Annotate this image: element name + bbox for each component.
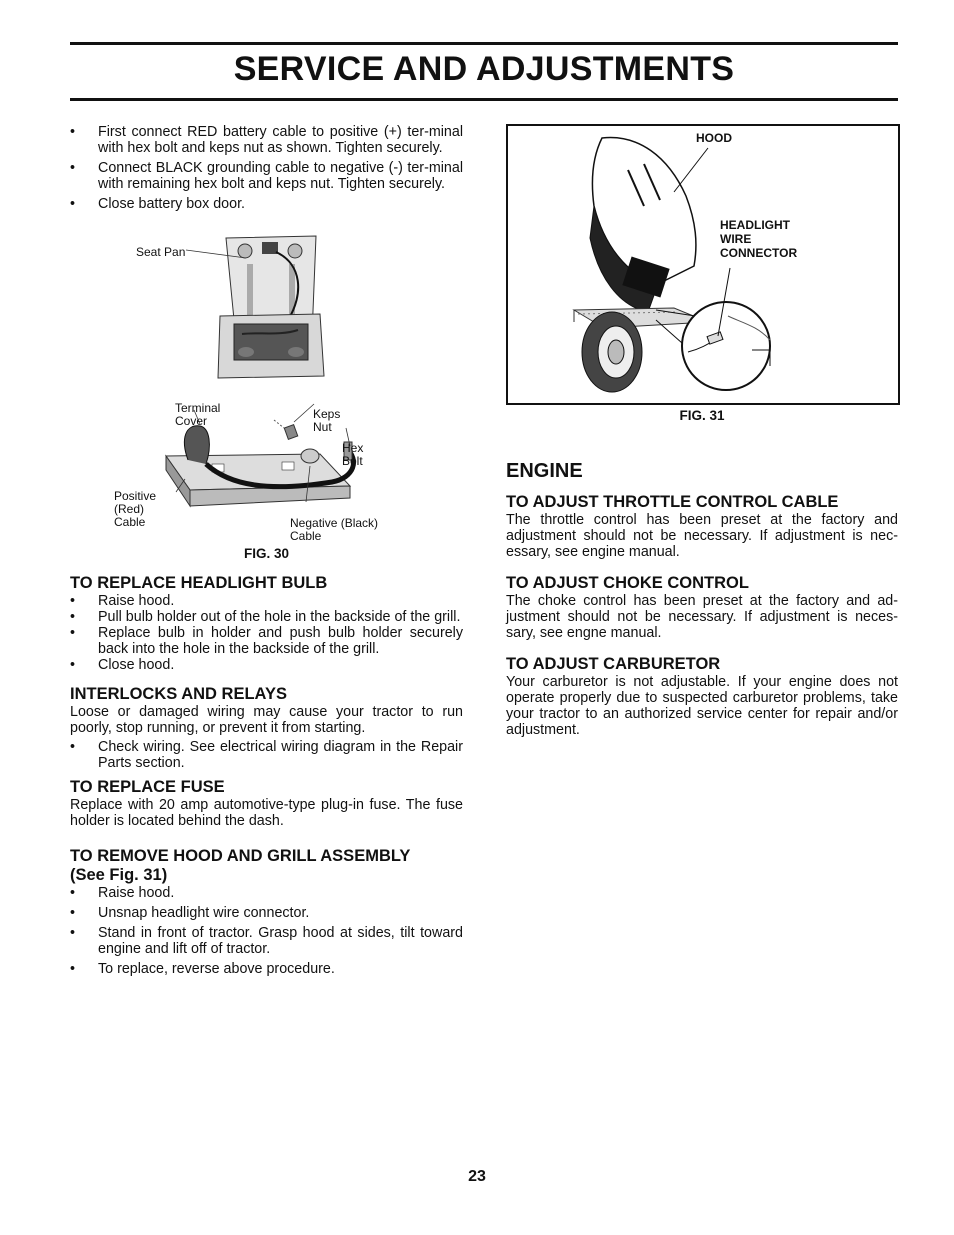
page-title: SERVICE AND ADJUSTMENTS — [233, 50, 735, 88]
list-item: Stand in front of tractor. Grasp hood at… — [70, 925, 463, 957]
hood-illustration — [572, 136, 771, 393]
figure-31-caption: FIG. 31 — [679, 408, 725, 423]
battery-box-illustration — [165, 235, 357, 508]
throttle-text: The throttle control has been preset at … — [506, 512, 898, 560]
list-item: To replace, reverse above procedure. — [70, 961, 463, 977]
carburetor-text: Your carburetor is not adjustable. If yo… — [506, 674, 898, 738]
left-column: First connect RED battery cable to posit… — [70, 124, 463, 981]
label-headlight-connector: HEADLIGHT WIRE CONNECTOR — [720, 218, 798, 260]
interlocks-text: Loose or damaged wiring may cause your t… — [70, 704, 463, 736]
interlocks-heading: INTERLOCKS AND RELAYS — [70, 685, 287, 703]
page-number: 23 — [468, 1168, 486, 1185]
label-hex-bolt: Hex Bolt — [342, 441, 364, 468]
list-item: Connect BLACK grounding cable to negativ… — [70, 160, 463, 192]
label-terminal-cover: Terminal Cover — [175, 401, 221, 428]
list-item: First connect RED battery cable to posit… — [70, 124, 463, 156]
choke-text: The choke control has been preset at the… — [506, 593, 898, 641]
label-keps-nut: Keps Nut — [313, 407, 341, 434]
label-positive-cable: Positive (Red) Cable — [114, 489, 157, 529]
label-negative-cable: Negative (Black) Cable — [290, 516, 379, 543]
hood-steps: Raise hood. Unsnap headlight wire connec… — [70, 885, 463, 977]
figure-30-caption: FIG. 30 — [243, 546, 289, 561]
fuse-text: Replace with 20 amp automotive-type plug… — [70, 797, 463, 829]
list-item: Close hood. — [70, 657, 463, 673]
list-item: Pull bulb holder out of the hole in the … — [70, 609, 463, 625]
top-rule — [70, 42, 898, 45]
right-column: HOOD HEADLIGHT WIRE CONNECTOR FIG. 31 EN… — [506, 124, 900, 738]
figure-30: Seat Pan Terminal Cover Keps Nut Hex Bol… — [70, 224, 463, 564]
engine-heading: ENGINE — [506, 460, 583, 482]
choke-heading: TO ADJUST CHOKE CONTROL — [506, 574, 749, 592]
list-item: Unsnap headlight wire connector. — [70, 905, 463, 921]
interlocks-steps: Check wiring. See electrical wiring diag… — [70, 739, 463, 771]
list-item: Raise hood. — [70, 885, 463, 901]
figure-31: HOOD HEADLIGHT WIRE CONNECTOR — [506, 124, 900, 405]
label-hood: HOOD — [696, 131, 732, 145]
fuse-heading: TO REPLACE FUSE — [70, 778, 225, 796]
battery-steps: First connect RED battery cable to posit… — [70, 124, 463, 212]
label-seat-pan: Seat Pan — [136, 245, 186, 259]
title-rule — [70, 98, 898, 101]
headlight-steps: Raise hood. Pull bulb holder out of the … — [70, 593, 463, 673]
list-item: Check wiring. See electrical wiring diag… — [70, 739, 463, 771]
headlight-heading: TO REPLACE HEADLIGHT BULB — [70, 574, 328, 592]
list-item: Replace bulb in holder and push bulb hol… — [70, 625, 463, 657]
hood-heading: TO REMOVE HOOD AND GRILL ASSEMBLY (See F… — [70, 847, 411, 884]
throttle-heading: TO ADJUST THROTTLE CONTROL CABLE — [506, 493, 839, 511]
carburetor-heading: TO ADJUST CARBURETOR — [506, 655, 721, 673]
list-item: Raise hood. — [70, 593, 463, 609]
list-item: Close battery box door. — [70, 196, 463, 212]
